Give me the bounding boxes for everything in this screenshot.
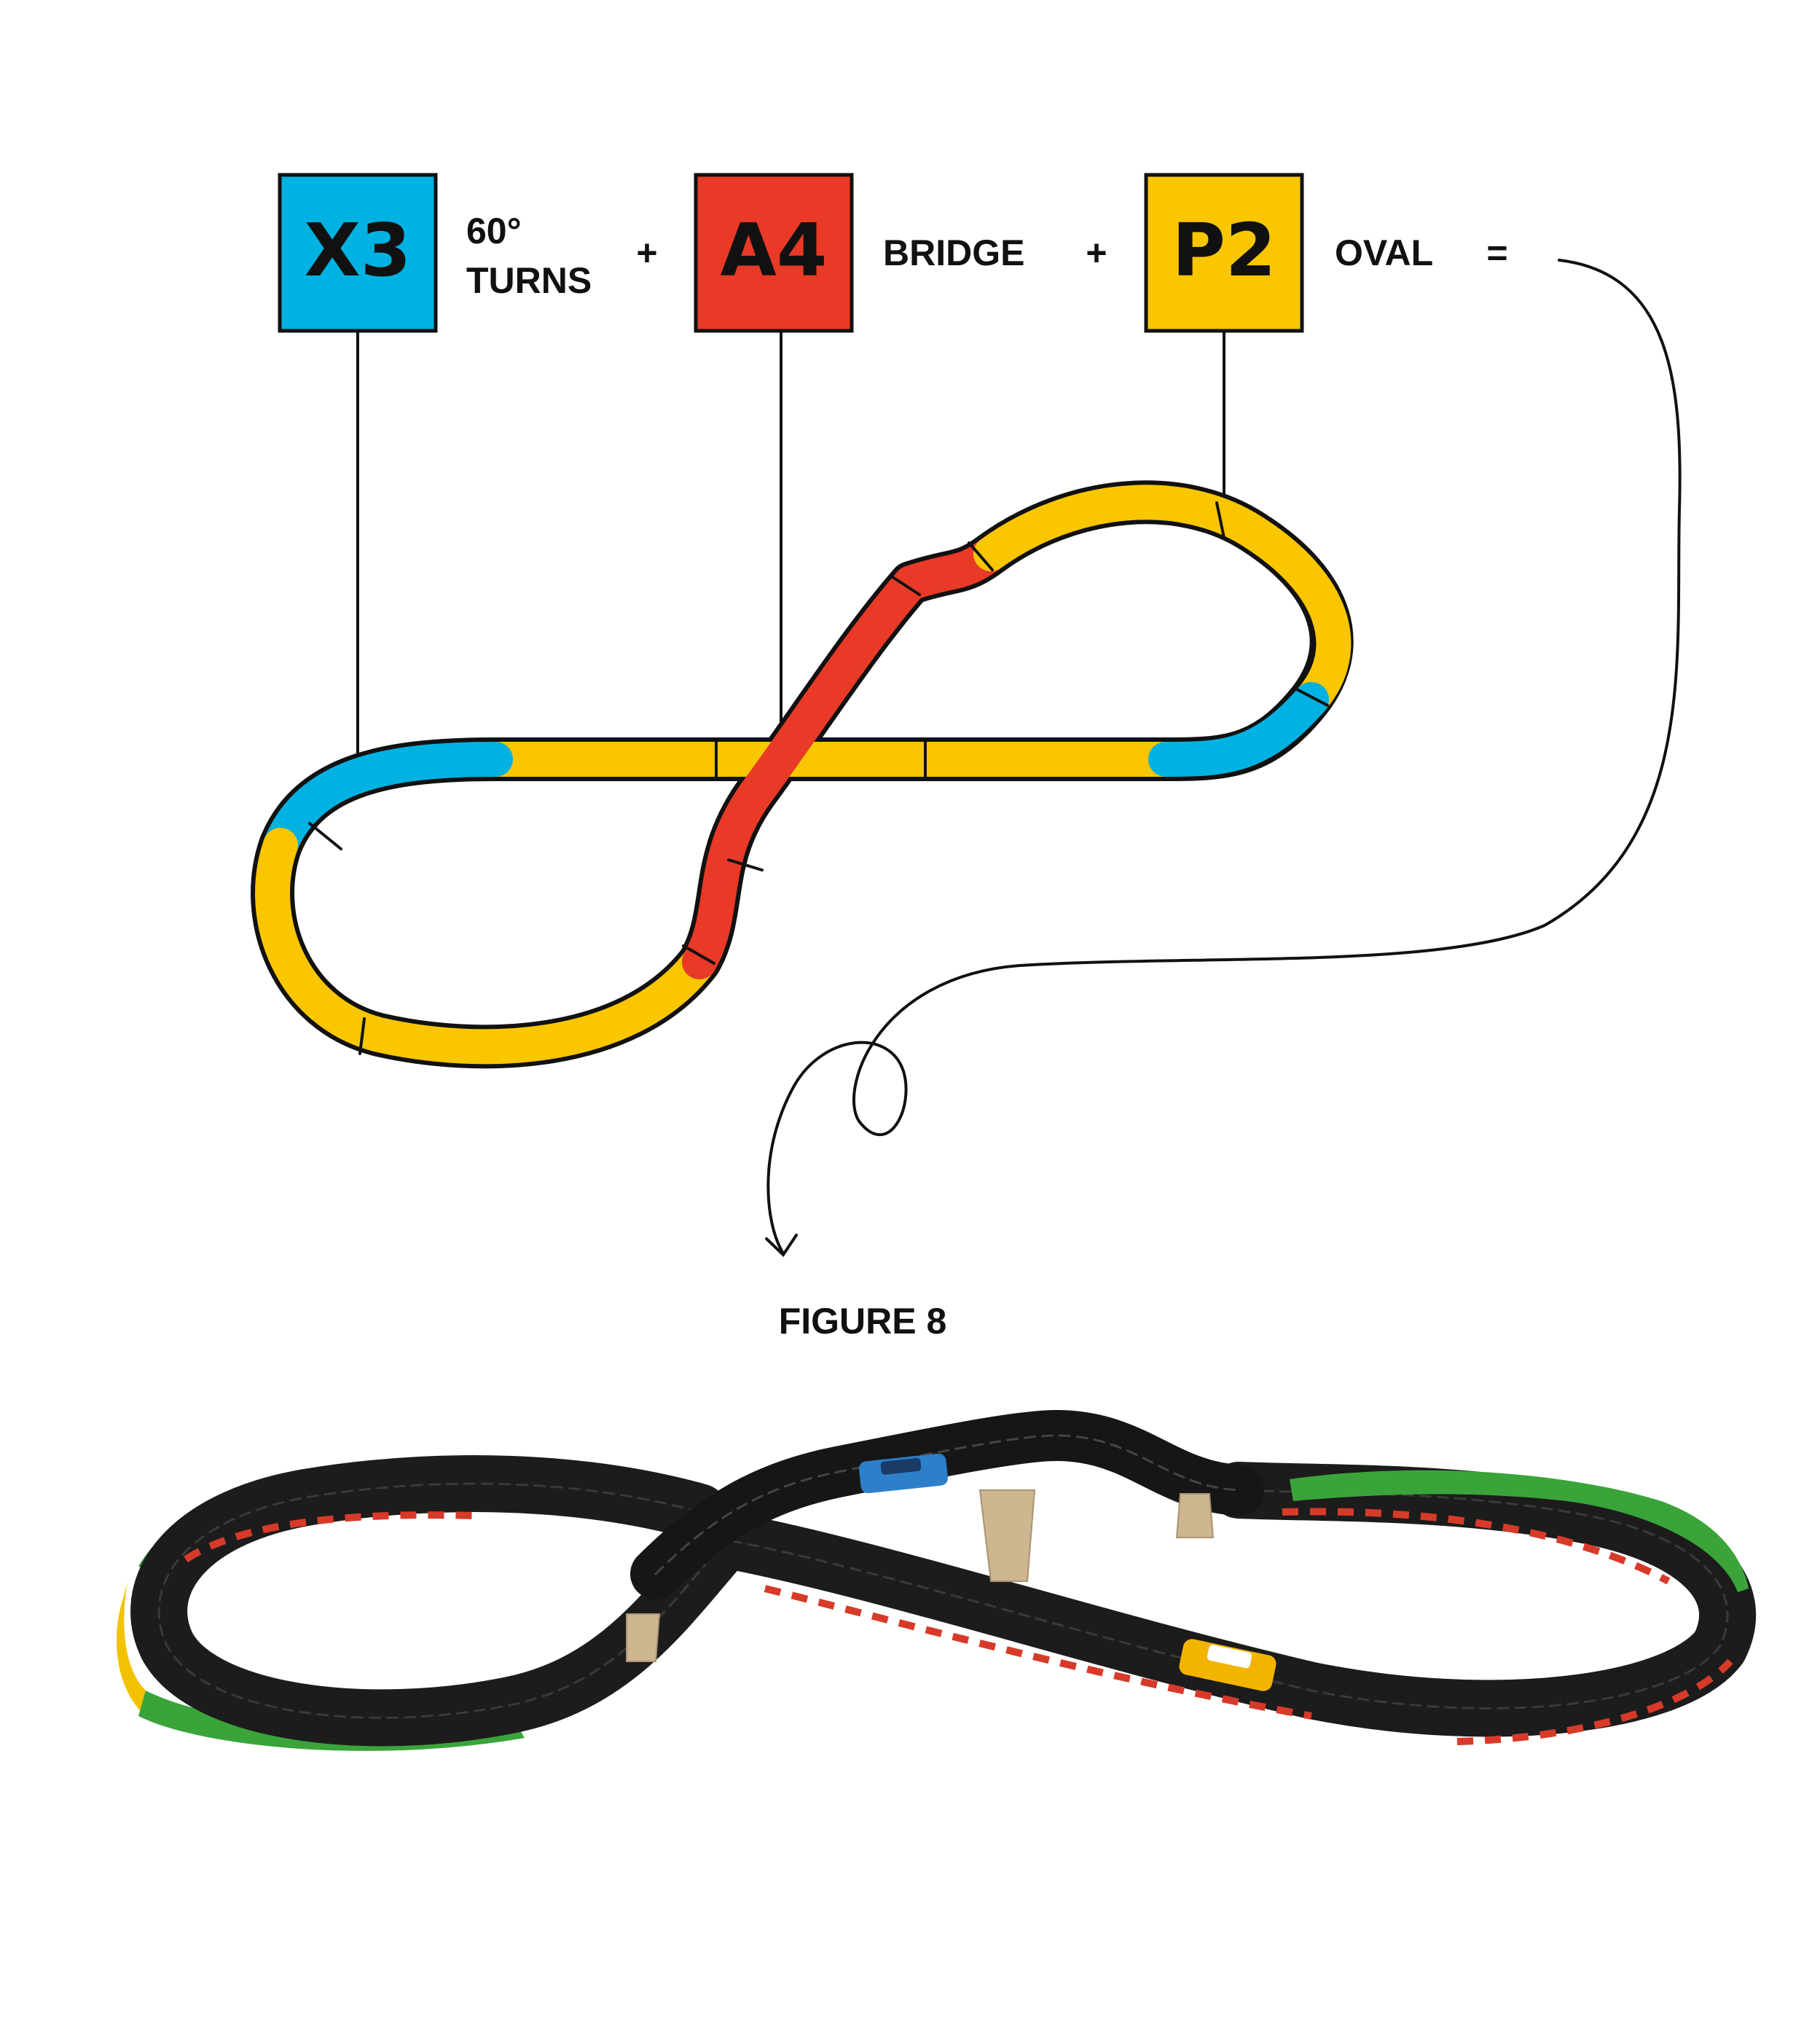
x3-piece-label-line2: TURNS: [466, 260, 592, 301]
track-segment-yellow-right-loop: [973, 485, 1352, 717]
track-segment-blue-turn-right: [1148, 682, 1329, 777]
figure-8-result-label: FIGURE 8: [779, 1301, 947, 1341]
hand-drawn-arrow: [765, 259, 1682, 1258]
yellow-taxi-car-icon: [1179, 1639, 1276, 1691]
plus-sign-2: +: [1086, 232, 1107, 273]
a4-piece-box: [694, 173, 854, 333]
arrow-head-icon: [765, 1234, 798, 1258]
plus-sign-1: +: [636, 232, 657, 273]
right-loop-scenery: [1290, 1470, 1749, 1592]
track-segments: [255, 485, 1352, 1065]
connector-lines: [356, 331, 1225, 765]
p2-piece-label: OVAL: [1335, 232, 1433, 273]
equals-sign: =: [1486, 232, 1507, 273]
p2-piece-code: P2: [1172, 208, 1276, 293]
schematic-track: [251, 480, 1354, 1069]
track-segment-yellow-left-loop: [255, 828, 717, 1065]
x3-piece-box: [278, 173, 438, 333]
arrow-curve: [766, 259, 1682, 1255]
equation-row: X3 60° TURNS + A4 BRIDGE + P2 OVAL =: [278, 173, 1508, 333]
photo-track-surface: [130, 1410, 1756, 1747]
track-segment-blue-turn-left: [263, 742, 513, 863]
blue-race-car-icon: [859, 1453, 948, 1494]
assembled-track-photo: [117, 1410, 1756, 1751]
x3-piece-label-line1: 60°: [466, 211, 522, 251]
track-joint-marks: [308, 501, 1329, 1055]
x3-piece-code: X3: [305, 208, 412, 293]
a4-piece-label: BRIDGE: [883, 232, 1024, 273]
photo-cars: [859, 1453, 1276, 1691]
a4-piece-code: A4: [721, 208, 828, 293]
track-segment-red-bridge: [682, 536, 1008, 979]
photo-kerbs: [184, 1508, 1733, 1745]
bridge-supports: [626, 1489, 1215, 1662]
